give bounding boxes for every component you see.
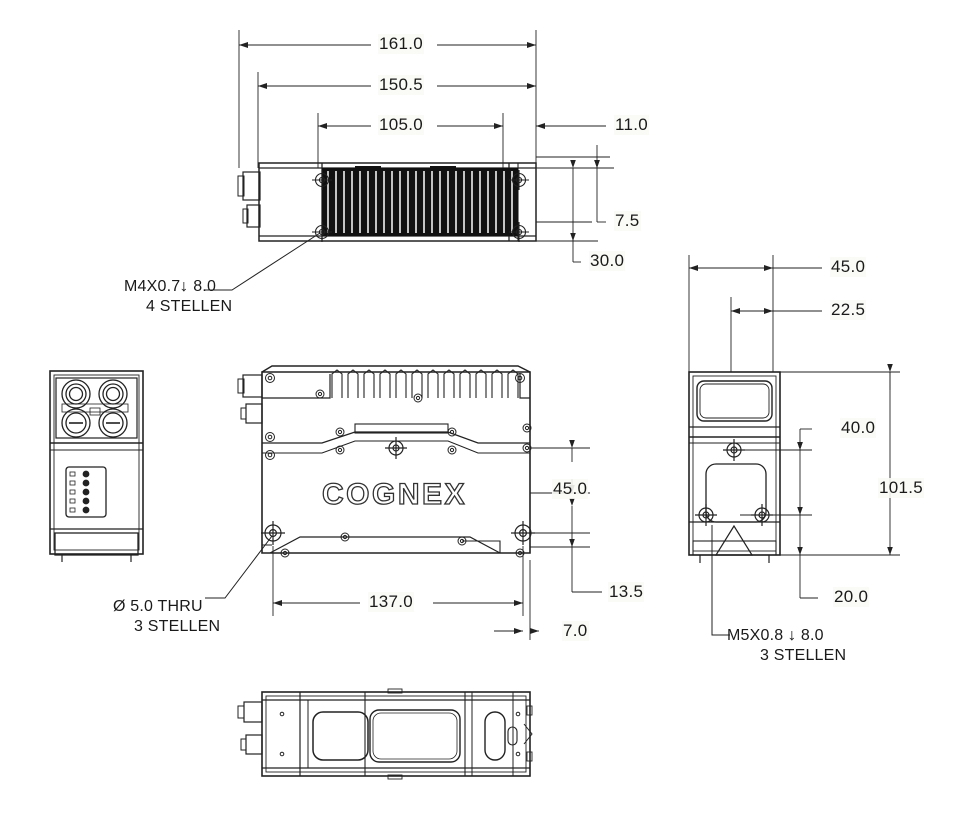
note-front-thread-depth: 8.0 (800, 627, 824, 644)
dim-front-width-outer: 45.0 (830, 257, 867, 277)
heatsink-fins-side (331, 369, 519, 398)
note-top-thread-depth: 8.0 (193, 278, 217, 295)
heatsink-fins-top (322, 166, 518, 236)
side-view-through-holes (261, 437, 535, 545)
side-view-body (205, 365, 535, 599)
rear-view-body (49, 370, 144, 562)
dim-front-width-inner: 22.5 (830, 300, 867, 320)
depth-symbol-icon: ↓ (179, 278, 190, 295)
dim-side-hole-spacing: 137.0 (368, 592, 415, 612)
dim-top-overall-length: 161.0 (378, 34, 425, 54)
brand-logo-cognex: COGNEX (321, 477, 468, 511)
bottom-view-body (237, 688, 533, 780)
depth-symbol-icon-2: ↓ (787, 627, 797, 644)
note-top-thread-count: 4 STELLEN (146, 298, 233, 315)
led-indicator-rows (69, 470, 90, 514)
note-top-thread: M4X0.7↓ 8.0 (124, 278, 216, 296)
dim-front-height-overall: 101.5 (878, 478, 925, 498)
top-view-body (205, 162, 537, 291)
side-view-dimension-lines (272, 440, 602, 640)
front-view-mounting-holes (695, 439, 773, 526)
note-side-hole-diameter: Ø 5.0 THRU (113, 598, 203, 615)
top-view-dimension-lines (238, 30, 614, 263)
front-view-dimension-lines (688, 255, 900, 636)
dim-side-height-lower: 13.5 (608, 582, 645, 602)
side-view-screws (265, 373, 532, 558)
dim-front-height-upper: 40.0 (840, 418, 877, 438)
dim-front-height-lower: 20.0 (833, 587, 870, 607)
note-front-thread-spec: M5X0.8 (727, 627, 784, 644)
dim-side-height-upper: 45.0 (552, 479, 589, 499)
dim-top-hole-spacing: 105.0 (378, 115, 425, 135)
dim-top-depth-small: 7.5 (614, 211, 641, 231)
dim-side-edge-offset: 7.0 (562, 621, 589, 641)
note-top-thread-spec: M4X0.7 (124, 278, 181, 295)
dim-top-right-offset: 11.0 (614, 115, 650, 135)
dim-top-second-length: 150.5 (378, 75, 425, 95)
note-side-hole-count: 3 STELLEN (134, 618, 221, 635)
front-view-body (688, 371, 781, 563)
dim-top-depth-large: 30.0 (589, 251, 626, 271)
top-view-mounting-holes (312, 170, 529, 242)
note-front-thread: M5X0.8 ↓ 8.0 (727, 627, 824, 645)
note-front-thread-count: 3 STELLEN (760, 647, 847, 664)
